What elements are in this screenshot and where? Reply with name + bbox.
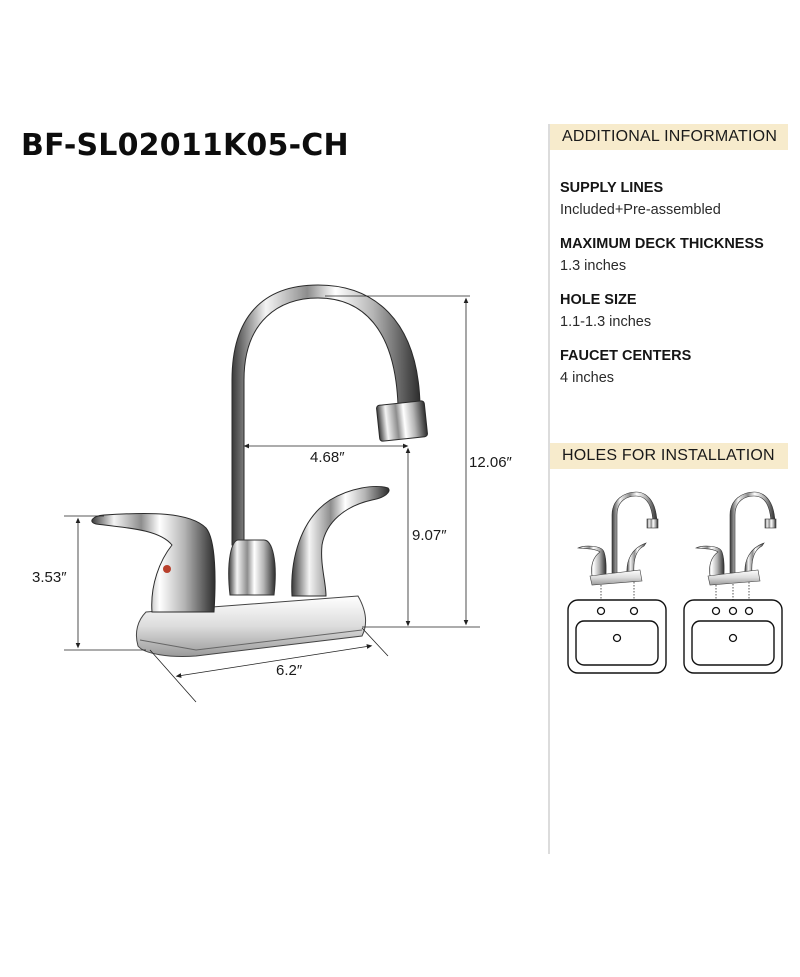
spec-value: 4 inches xyxy=(560,370,615,386)
spout-height-label: 9.07″ xyxy=(412,527,447,544)
spec-value: 1.3 inches xyxy=(560,258,627,274)
spout-reach-label: 4.68″ xyxy=(310,449,345,466)
install-option-3-hole xyxy=(683,491,783,674)
spec-faucet-centers: FAUCET CENTERS 4 inches xyxy=(560,346,795,388)
holes-for-installation-header: HOLES FOR INSTALLATION xyxy=(550,443,788,469)
vertical-divider xyxy=(548,124,550,854)
handle-height-label: 3.53″ xyxy=(32,569,67,586)
spec-label: FAUCET CENTERS xyxy=(560,348,692,364)
faucet-spout xyxy=(231,284,428,546)
right-handle-cold xyxy=(291,486,390,597)
additional-information-header: ADDITIONAL INFORMATION xyxy=(550,124,788,150)
left-handle-hot xyxy=(91,512,216,613)
spec-max-deck-thickness: MAXIMUM DECK THICKNESS 1.3 inches xyxy=(560,234,795,276)
spec-label: HOLE SIZE xyxy=(560,292,637,308)
hot-indicator-icon xyxy=(163,565,171,573)
spec-label: SUPPLY LINES xyxy=(560,180,664,196)
spout-base xyxy=(228,539,276,596)
install-option-2-hole xyxy=(567,491,667,674)
spec-value: 1.1-1.3 inches xyxy=(560,314,652,330)
spec-value: Included+Pre-assembled xyxy=(560,202,721,218)
spec-supply-lines: SUPPLY LINES Included+Pre-assembled xyxy=(560,178,795,220)
product-model-title: BF-SL02011K05-CH xyxy=(21,128,349,163)
spec-label: MAXIMUM DECK THICKNESS xyxy=(560,236,764,252)
base-width-label: 6.2″ xyxy=(276,662,303,679)
spec-hole-size: HOLE SIZE 1.1-1.3 inches xyxy=(560,290,795,332)
total-height-label: 12.06″ xyxy=(469,454,512,471)
